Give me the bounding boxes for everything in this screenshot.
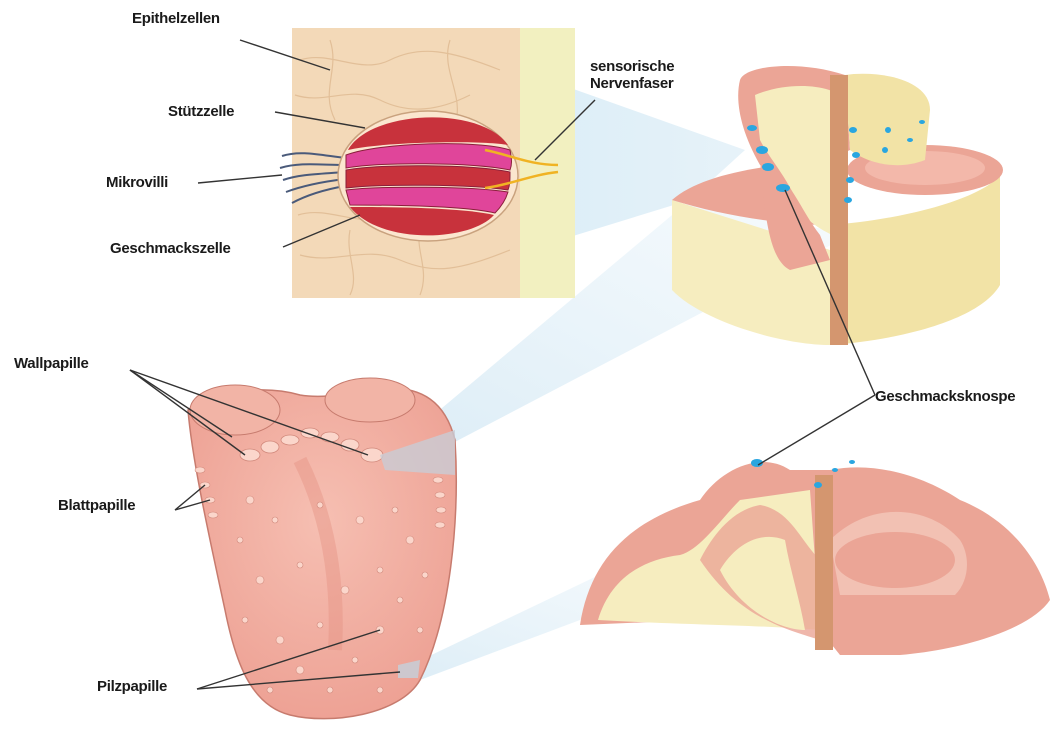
pilz-inner-cut: [815, 475, 833, 650]
label-nervenfaser: Nervenfaser: [590, 75, 674, 92]
wallpapille-cross-section: [672, 66, 1003, 345]
label-sensorische-nervenfaser: sensorische Nervenfaser: [590, 58, 674, 92]
label-epithelzellen: Epithelzellen: [132, 10, 220, 27]
label-stuetzzelle: Stützzelle: [168, 103, 234, 120]
nerve-band: [520, 28, 575, 298]
tongue: [188, 378, 456, 719]
label-geschmacksknospe: Geschmacksknospe: [875, 388, 1015, 405]
label-mikrovilli: Mikrovilli: [106, 174, 168, 191]
label-wallpapille: Wallpapille: [14, 355, 89, 372]
label-geschmackszelle: Geschmackszelle: [110, 240, 231, 257]
label-sensorische: sensorische: [590, 58, 674, 75]
pilzpapille-cross-section: [580, 459, 1050, 655]
label-blattpapille: Blattpapille: [58, 497, 135, 514]
label-pilzpapille: Pilzpapille: [97, 678, 167, 695]
